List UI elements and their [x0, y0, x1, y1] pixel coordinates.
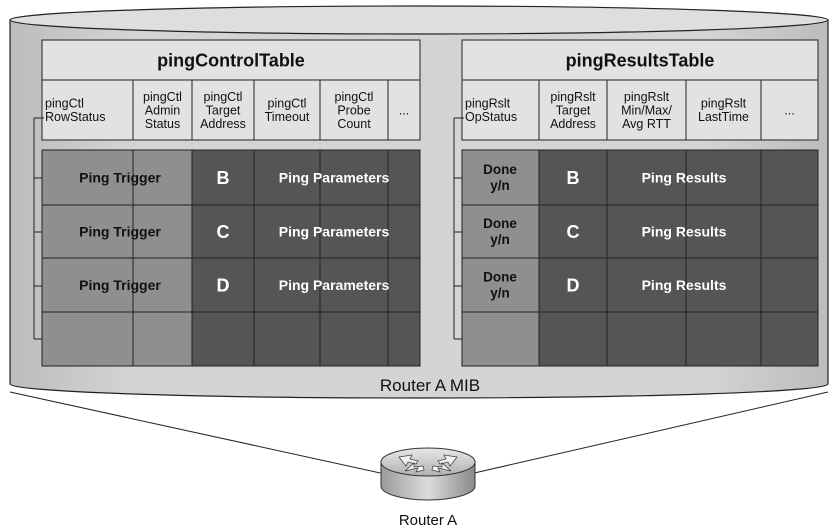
- ctl-trigger-3: Ping Trigger: [79, 277, 161, 293]
- results-cell: [760, 204, 819, 259]
- results-title: pingResultsTable: [566, 50, 715, 70]
- ctl-trigger-1: Ping Trigger: [79, 169, 161, 185]
- ctl-params-2: Ping Parameters: [279, 223, 390, 239]
- results-cell: [461, 311, 540, 367]
- ctl-address-1: B: [217, 168, 230, 188]
- ctl-trigger-2: Ping Trigger: [79, 223, 161, 239]
- ctl-address-3: D: [217, 275, 230, 295]
- control-cell: [253, 204, 321, 259]
- control-title: pingControlTable: [157, 50, 305, 70]
- rslt-address-2: C: [567, 222, 580, 242]
- control-cell: [191, 311, 255, 367]
- results-cell: [685, 204, 762, 259]
- control-cell: [41, 257, 134, 313]
- control-cell: [319, 204, 389, 259]
- results-cell: [461, 204, 540, 259]
- results-cell: [760, 149, 819, 206]
- results-cell: [538, 311, 608, 367]
- rslt-results-1: Ping Results: [642, 169, 727, 185]
- ctl-params-3: Ping Parameters: [279, 277, 390, 293]
- control-cell: [191, 149, 255, 206]
- control-cell: [132, 257, 193, 313]
- control-cell: [41, 204, 134, 259]
- control-cell: [253, 311, 321, 367]
- control-cell: [132, 149, 193, 206]
- rslt-results-2: Ping Results: [642, 223, 727, 239]
- control-cell: [191, 257, 255, 313]
- control-cell: [387, 257, 421, 313]
- control-cell: [41, 311, 134, 367]
- control-cell: [191, 204, 255, 259]
- control-cell: [132, 204, 193, 259]
- ctl-address-2: C: [217, 222, 230, 242]
- router-label: Router A: [399, 512, 457, 529]
- mib-label: Router A MIB: [380, 376, 480, 395]
- results-cell: [760, 311, 819, 367]
- ctl-params-1: Ping Parameters: [279, 169, 390, 185]
- rslt-address-1: B: [567, 168, 580, 188]
- rslt-address-3: D: [567, 275, 580, 295]
- results-cell: [685, 311, 762, 367]
- control-cell: [319, 311, 389, 367]
- control-col-header-6: ...: [399, 103, 409, 117]
- control-cell: [387, 311, 421, 367]
- results-cell: [538, 149, 608, 206]
- results-cell: [685, 149, 762, 206]
- rslt-results-3: Ping Results: [642, 277, 727, 293]
- results-cell: [760, 257, 819, 313]
- results-col-header-5: ...: [784, 103, 794, 117]
- projection-line-left: [9, 391, 386, 475]
- control-cell: [387, 149, 421, 206]
- projection-line-right: [469, 391, 829, 475]
- control-cell: [253, 257, 321, 313]
- control-cell: [387, 204, 421, 259]
- control-cell: [132, 311, 193, 367]
- router-icon: [380, 447, 476, 501]
- results-cell: [538, 204, 608, 259]
- results-cell: [606, 311, 687, 367]
